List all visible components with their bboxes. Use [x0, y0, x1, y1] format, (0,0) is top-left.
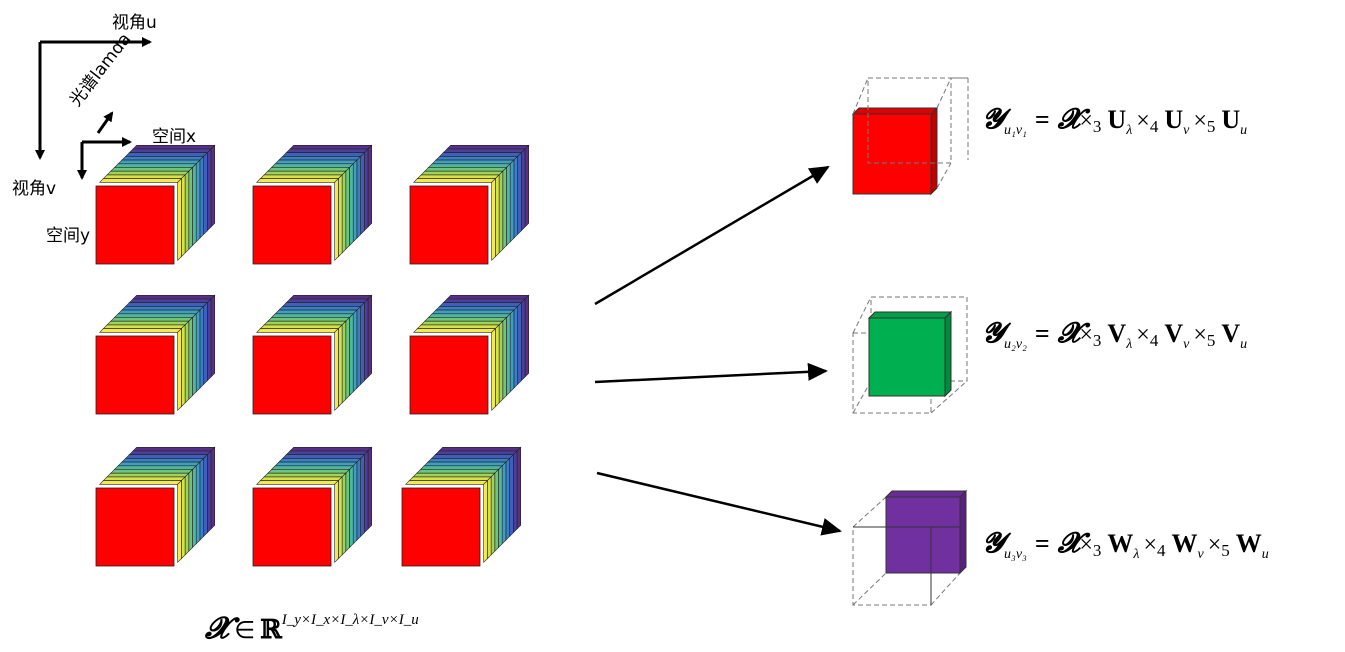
tensor-definition: 𝓧∈ℝI_y×I_x×I_λ×I_v×I_u — [205, 612, 419, 646]
cube-front-face — [252, 335, 332, 415]
arrow-to-cube-3 — [596, 471, 842, 536]
spectral-cube — [95, 294, 216, 415]
eq3-times-4: × — [1143, 532, 1158, 558]
eq2-mode-3: 3 — [1092, 331, 1102, 350]
cube-front-face — [95, 185, 175, 265]
eq2-mode-4: 4 — [1149, 331, 1159, 350]
real-set-symbol: ℝ — [260, 615, 282, 645]
eq2-mode-5: 5 — [1206, 331, 1216, 350]
eq3-m2: W — [1171, 529, 1198, 558]
tensor-dimensions: I_y×I_x×I_λ×I_v×I_u — [281, 612, 419, 628]
label-space-y: 空间y — [46, 226, 91, 246]
cube-front-face — [409, 335, 489, 415]
eq1-times-3: × — [1079, 108, 1093, 134]
eq1-mode-5: 5 — [1206, 117, 1216, 136]
spectral-cube — [252, 446, 373, 567]
cube-front-face — [95, 487, 175, 567]
eq2-m2-sub: v — [1183, 337, 1190, 352]
spectral-cube — [95, 144, 216, 265]
eq3-m3: W — [1235, 529, 1262, 558]
cube-front-face — [401, 487, 481, 567]
eq2-tensor: 𝓧 — [1057, 318, 1081, 349]
eq1-m2: U — [1164, 105, 1184, 134]
eq1-m3-sub: u — [1240, 123, 1248, 138]
label-view-v: 视角v — [12, 179, 57, 199]
label-space-x: 空间x — [152, 127, 197, 147]
mapping-arrows — [594, 165, 842, 536]
eq3-m3-sub: u — [1261, 547, 1269, 562]
eq3-mode-4: 4 — [1157, 541, 1166, 560]
arrow-to-cube-2 — [594, 362, 828, 384]
eq2-m3-sub: u — [1240, 337, 1248, 352]
element-of-symbol: ∈ — [234, 618, 256, 644]
eq2-lhs: 𝓨 — [982, 318, 1004, 349]
cube-front-face — [95, 335, 175, 415]
eq1-lhs: 𝓨 — [982, 104, 1004, 135]
eq2-times-5: × — [1193, 322, 1207, 348]
eq1-mode-3: 3 — [1092, 117, 1102, 136]
eq2-m2: V — [1164, 319, 1184, 348]
result-cube-purple — [852, 489, 968, 606]
eq3-m1: W — [1107, 529, 1134, 558]
eq3-times-5: × — [1207, 532, 1222, 558]
eq3-equals: = — [1034, 529, 1050, 558]
eq1-mode-4: 4 — [1149, 117, 1159, 136]
eq1-m1: U — [1107, 105, 1127, 134]
eq3-lhs: 𝓨 — [982, 528, 1004, 559]
label-view-u: 视角u — [112, 13, 157, 33]
spectral-cube — [252, 144, 373, 265]
cube-front-face — [252, 185, 332, 265]
eq3-m2-sub: v — [1197, 547, 1204, 562]
eq3-mode-3: 3 — [1092, 541, 1102, 560]
tensor-symbol: 𝓧 — [205, 612, 230, 645]
eq1-m3: U — [1221, 105, 1241, 134]
eq2-lhs-sub: u₂v₂ — [1003, 337, 1027, 352]
cube-front-face — [409, 185, 489, 265]
eq3-lhs-sub: u₃v₃ — [1003, 547, 1027, 562]
eq1-equals: = — [1034, 105, 1050, 134]
spectral-cube — [401, 446, 522, 567]
axis-lambda-line — [96, 111, 114, 134]
result-cube-green — [852, 296, 968, 414]
result-cube-red — [851, 77, 969, 196]
spectral-cube — [409, 294, 530, 415]
eq1-lhs-sub: u₁v₁ — [1003, 123, 1027, 138]
cube-front-face — [252, 487, 332, 567]
eq1-times-5: × — [1193, 108, 1207, 134]
eq2-m1-sub: λ — [1126, 337, 1133, 352]
spectral-cube — [252, 294, 373, 415]
spectral-cube — [95, 446, 216, 567]
eq1-tensor: 𝓧 — [1057, 104, 1081, 135]
eq2-m3: V — [1221, 319, 1241, 348]
eq3-mode-5: 5 — [1221, 541, 1230, 560]
eq3-tensor: 𝓧 — [1057, 528, 1081, 559]
arrow-to-cube-1 — [594, 165, 830, 306]
eq2-equals: = — [1034, 319, 1050, 348]
eq3-m1-sub: λ — [1133, 547, 1140, 562]
spectral-cube — [409, 144, 530, 265]
eq1-m2-sub: v — [1183, 123, 1190, 138]
eq1-times-4: × — [1136, 108, 1150, 134]
eq2-times-4: × — [1136, 322, 1150, 348]
eq2-times-3: × — [1079, 322, 1093, 348]
cube-grid — [95, 144, 530, 567]
eq1-m1-sub: λ — [1126, 123, 1133, 138]
axis-indicator — [35, 37, 152, 180]
eq2-m1: V — [1107, 319, 1127, 348]
eq3-times-3: × — [1079, 532, 1093, 558]
